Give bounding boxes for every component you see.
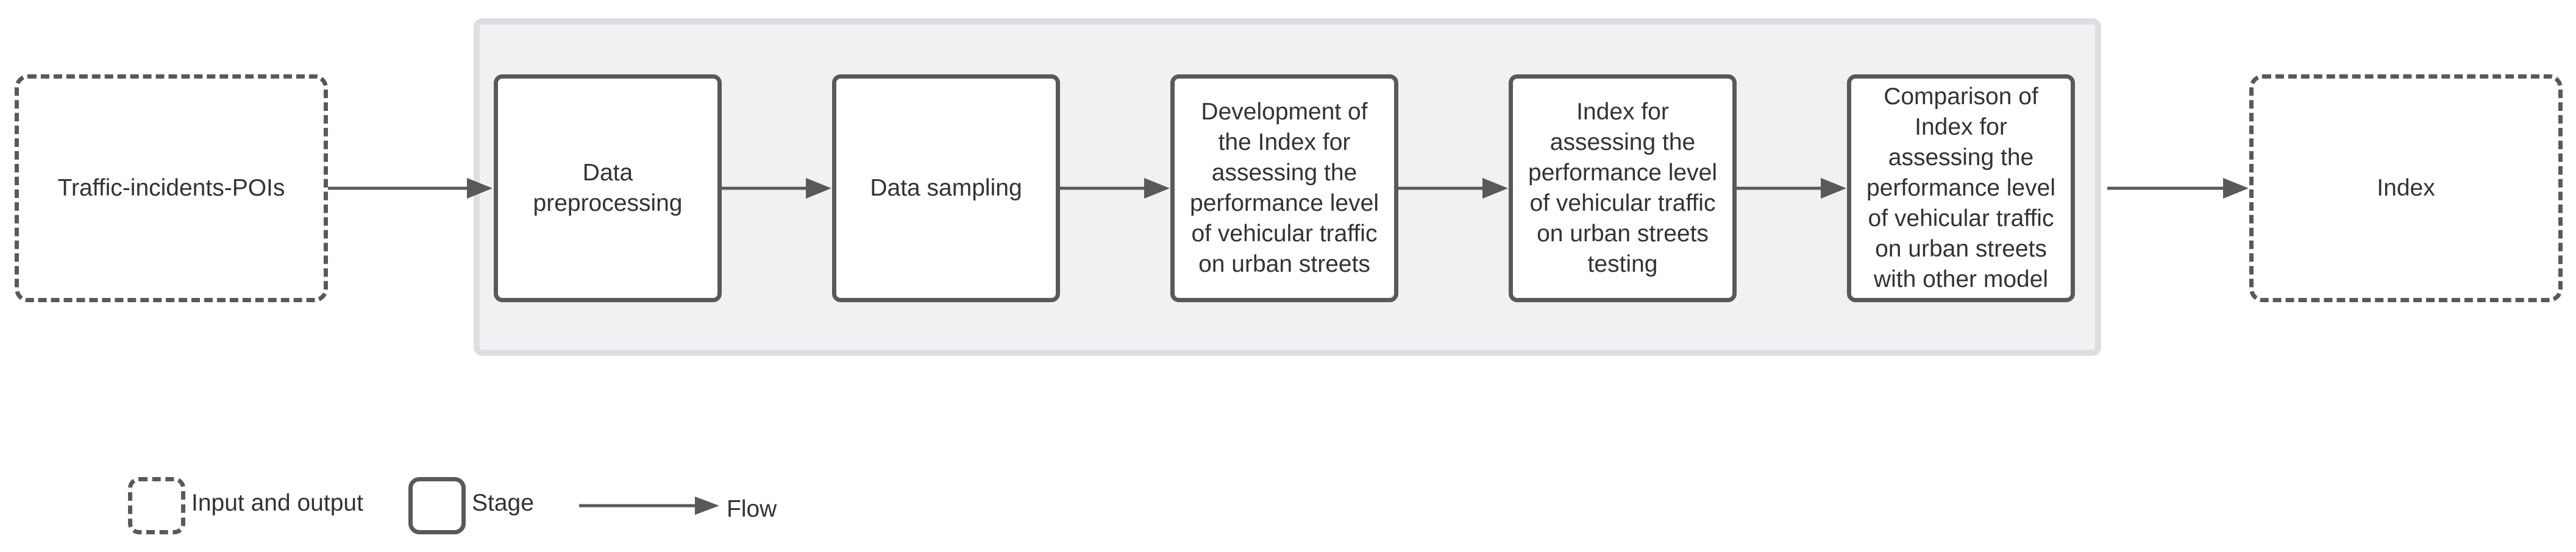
stage-data-preprocessing: Data preprocessing: [494, 74, 722, 302]
flow-arrowhead-development-to-testing: [1482, 178, 1508, 199]
legend-io-swatch: [128, 477, 185, 534]
legend-stage-swatch: [408, 477, 466, 534]
stage-index-testing-label: Index for assessing the performance leve…: [1528, 99, 1717, 277]
legend-flow-label: Flow: [727, 496, 777, 522]
flow-arrowhead-preprocessing-to-sampling: [806, 178, 831, 199]
flow-arrowhead-comparison-to-output: [2223, 178, 2249, 199]
input-node-label: Traffic-incidents-POIs: [57, 175, 285, 201]
stage-index-development: Development of the Index for assessing t…: [1170, 74, 1398, 302]
stage-index-development-label: Development of the Index for assessing t…: [1190, 99, 1379, 277]
stage-model-comparison-label: Comparison of Index for assessing the pe…: [1866, 83, 2055, 292]
input-node: Traffic-incidents-POIs: [15, 74, 328, 302]
legend-io-label: Input and output: [191, 490, 363, 516]
stage-model-comparison: Comparison of Index for assessing the pe…: [1847, 74, 2075, 302]
stage-data-sampling: Data sampling: [832, 74, 1060, 302]
flow-arrowhead-input-to-preprocessing: [467, 178, 493, 199]
stage-data-preprocessing-label: Data preprocessing: [533, 160, 683, 216]
flow-arrowhead-testing-to-comparison: [1821, 178, 1846, 199]
legend-flow-arrowhead: [695, 497, 719, 515]
stage-index-testing: Index for assessing the performance leve…: [1509, 74, 1737, 302]
stage-data-sampling-label: Data sampling: [870, 175, 1022, 201]
legend-stage-label: Stage: [472, 490, 534, 516]
output-node: Index: [2249, 74, 2563, 302]
flow-arrowhead-sampling-to-development: [1144, 178, 1170, 199]
output-node-label: Index: [2377, 175, 2435, 201]
